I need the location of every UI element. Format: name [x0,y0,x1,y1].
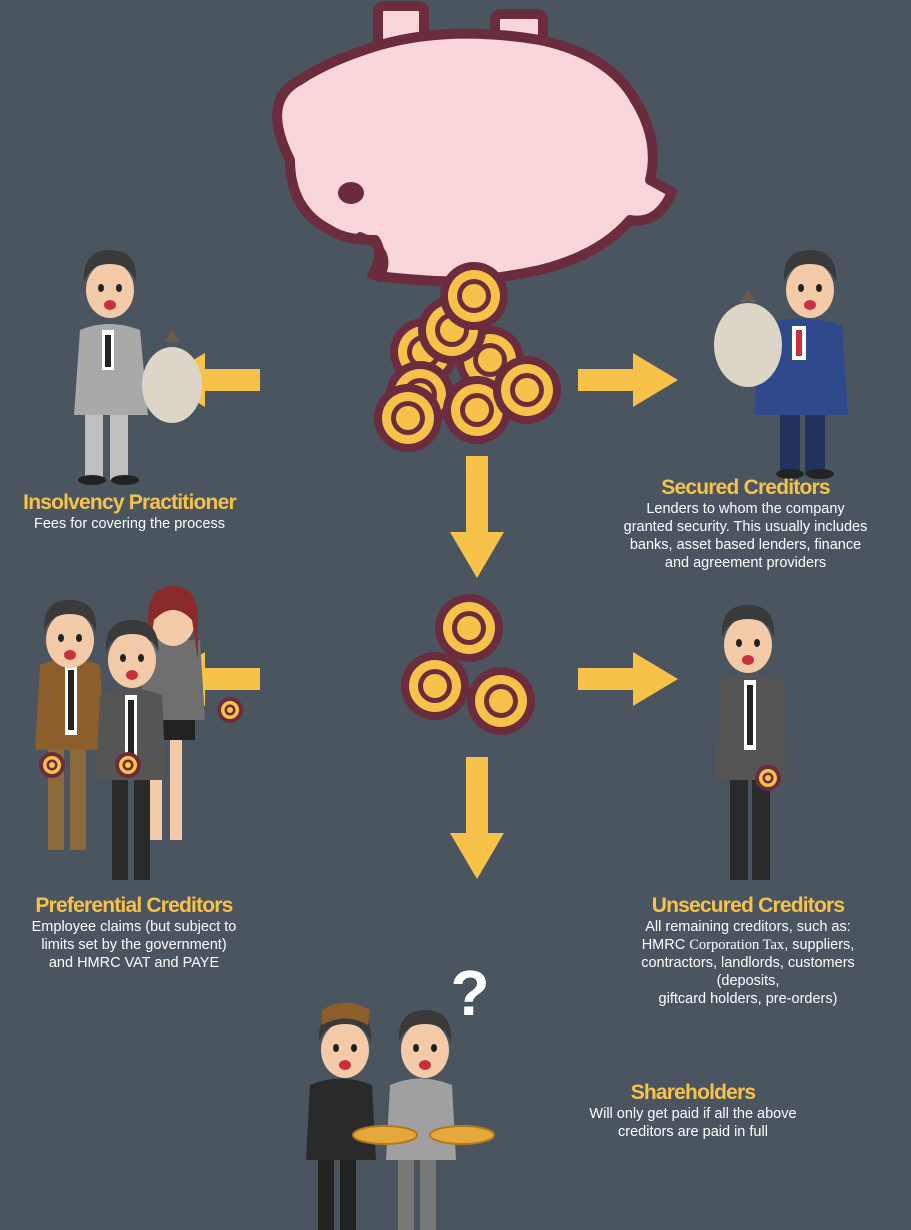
preferential-creditors-desc-line: limits set by the government) [41,937,227,953]
preferential-creditors-desc-line: and HMRC VAT and PAYE [48,955,220,971]
unsecured-creditors-desc-suffix: , suppliers, [784,937,855,953]
unsecured-creditors-desc-serif: Corporation Tax [689,937,785,953]
insolvency-practitioner-figure [74,250,202,485]
secured-creditors-title: Secured Creditors [661,476,830,499]
preferential-creditors-title: Preferential Creditors [35,894,233,917]
secured-creditors-desc-line: granted security. This usually includes [623,519,868,535]
arrow-right-icon [578,652,678,706]
unsecured-creditor-figure [716,605,786,880]
unsecured-creditors-desc-line: (deposits, [716,973,780,989]
secured-creditor-figure [714,250,848,479]
unsecured-creditors-title: Unsecured Creditors [651,894,845,917]
secured-creditors-desc-line: Lenders to whom the company [646,501,845,517]
question-mark: ? [450,957,490,1029]
preferential-creditors-figures [35,586,243,880]
coin-pile-small-icon [401,594,535,735]
arrow-right-icon [578,353,678,407]
preferential-creditors-desc-line: Employee claims (but subject to [31,919,237,935]
piggy-bank-icon [272,1,677,287]
secured-creditors-desc-line: and agreement providers [664,555,827,571]
secured-creditors-desc-line: banks, asset based lenders, finance [629,537,862,553]
shareholders-label: Shareholders Will only get paid if all t… [560,1081,826,1141]
preferential-creditors-label: Preferential Creditors Employee claims (… [0,894,268,972]
unsecured-creditors-label: Unsecured Creditors All remaining credit… [596,894,900,1008]
unsecured-creditors-desc-line: HMRC Corporation Tax, suppliers, [596,936,900,954]
unsecured-creditors-desc-line: contractors, landlords, customers [641,955,855,971]
insolvency-practitioner-label: Insolvency Practitioner Fees for coverin… [0,491,259,533]
unsecured-creditors-desc-line: All remaining creditors, such as: [645,919,851,935]
arrow-down-icon [450,757,504,879]
shareholders-figures [306,1002,495,1230]
secured-creditors-label: Secured Creditors Lenders to whom the co… [580,476,911,572]
arrow-down-icon [450,456,504,578]
shareholders-title: Shareholders [630,1081,756,1104]
shareholders-desc-line: creditors are paid in full [618,1124,768,1140]
insolvency-practitioner-desc: Fees for covering the process [33,516,225,532]
unsecured-creditors-desc-prefix: HMRC [641,937,690,953]
shareholders-desc-line: Will only get paid if all the above [589,1106,797,1122]
unsecured-creditors-desc-line: giftcard holders, pre-orders) [658,991,838,1007]
insolvency-practitioner-title: Insolvency Practitioner [23,491,236,514]
coin-pile-large-icon [374,262,561,452]
